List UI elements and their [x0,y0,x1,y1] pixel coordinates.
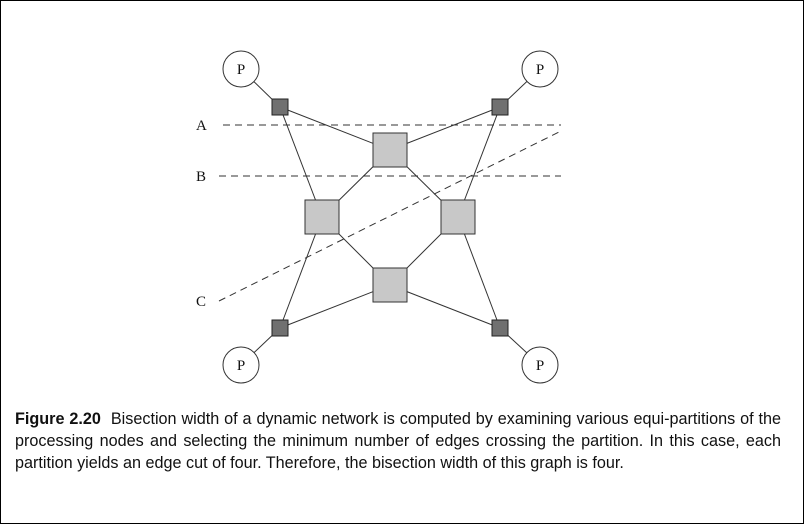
processors [222,50,559,384]
edge [389,284,501,329]
processor-top-right [521,50,559,88]
switches [304,132,476,303]
caption-text: Bisection width of a dynamic network is … [15,410,782,472]
link-node-bottom-left [271,319,289,337]
cut-label-a: A [196,118,207,134]
link-node-top-left [271,98,289,116]
processor-top-left [222,50,260,88]
network-diagram: P P P P A B C [196,50,562,384]
processor-label: P [237,62,245,78]
cut-label-c: C [196,294,206,310]
processor-label: P [536,62,544,78]
processor-labels: P P P P [237,62,544,374]
edge [389,106,501,151]
cut-labels: A B C [196,118,207,310]
figure-label: Figure 2.20 [15,410,101,428]
switch-box-top [372,132,408,168]
cut-line-c [218,130,562,302]
link-node-top-right [491,98,509,116]
cut-lines [218,124,562,302]
edge [279,106,391,151]
processor-bottom-left [222,346,260,384]
switch-box-left [304,199,340,235]
switch-box-bottom [372,267,408,303]
link-node-bottom-right [491,319,509,337]
edge [279,284,391,329]
cut-label-b: B [196,169,206,185]
link-nodes [271,98,509,337]
processor-bottom-right [521,346,559,384]
edge [457,216,501,329]
processor-label: P [536,358,544,374]
edge [279,216,323,329]
switch-box-right [440,199,476,235]
processor-label: P [237,358,245,374]
